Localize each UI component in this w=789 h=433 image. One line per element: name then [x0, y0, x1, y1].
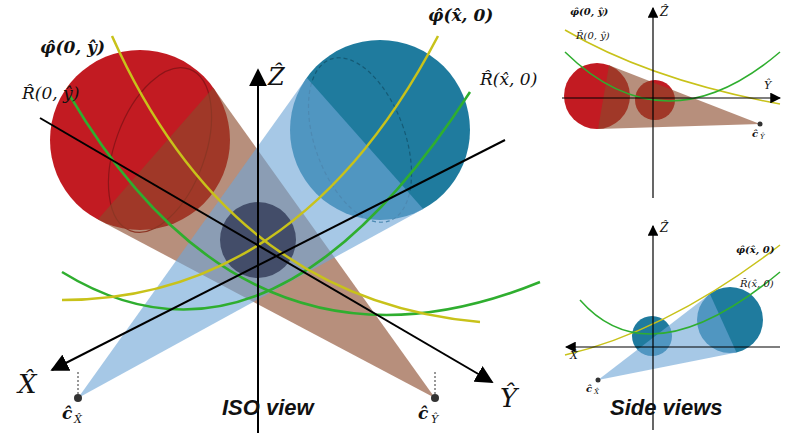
- phi-curve: [565, 245, 780, 355]
- function-label: φ̂(0, ŷ): [570, 6, 608, 17]
- axis-label: Ẑ: [660, 6, 668, 19]
- axis-label: Ŷ: [764, 80, 771, 92]
- function-label: R̂(0, ŷ): [22, 84, 79, 103]
- apex-point: [431, 394, 439, 402]
- r-curve: [70, 96, 540, 315]
- y-axis: [40, 118, 492, 382]
- phi-curve: [565, 30, 780, 104]
- point-label: ĉ: [752, 128, 758, 139]
- function-label: R̂(0, ŷ): [576, 30, 610, 41]
- view-caption: ISO view: [222, 396, 314, 420]
- z-axis: [652, 8, 653, 198]
- cone: [78, 78, 423, 398]
- x-axis: [566, 346, 780, 347]
- r-curve: [62, 92, 470, 310]
- point-subscript: X̂: [74, 414, 82, 426]
- axis-label: X̂: [18, 370, 37, 399]
- axis-label: Ŷ: [500, 384, 517, 413]
- function-label: φ̂(x̂, 0): [428, 6, 493, 25]
- point-label: ĉ: [418, 404, 428, 423]
- z-axis: [257, 70, 259, 433]
- view-caption: Side views: [610, 396, 723, 420]
- x-axis: [52, 140, 505, 370]
- apex-point: [596, 378, 601, 383]
- axis-label: Ẑ: [660, 222, 668, 235]
- axis-label: Ẑ: [268, 64, 285, 90]
- function-label: R̂(x̂, 0): [740, 278, 774, 289]
- cone: [598, 294, 737, 380]
- apex-point: [758, 122, 763, 127]
- phi-curve: [112, 36, 480, 322]
- point-label: ĉ: [586, 383, 592, 394]
- function-label: R̂(x̂, 0): [480, 70, 537, 89]
- apex-point: [74, 394, 82, 402]
- point-label: ĉ: [62, 404, 72, 423]
- r-curve: [565, 52, 780, 101]
- y-axis: [562, 97, 780, 98]
- point-subscript: Ŷ: [431, 414, 438, 426]
- point-subscript: X̂: [594, 389, 599, 397]
- axis-label: X̂: [570, 350, 578, 362]
- function-label: φ̂(x̂, 0): [736, 244, 774, 255]
- point-subscript: Ŷ: [760, 134, 765, 142]
- function-label: φ̂(0, ŷ): [40, 38, 105, 57]
- cone: [598, 65, 760, 129]
- drop-line: [435, 370, 436, 398]
- phi-curve: [62, 36, 438, 300]
- r-curve: [580, 272, 780, 334]
